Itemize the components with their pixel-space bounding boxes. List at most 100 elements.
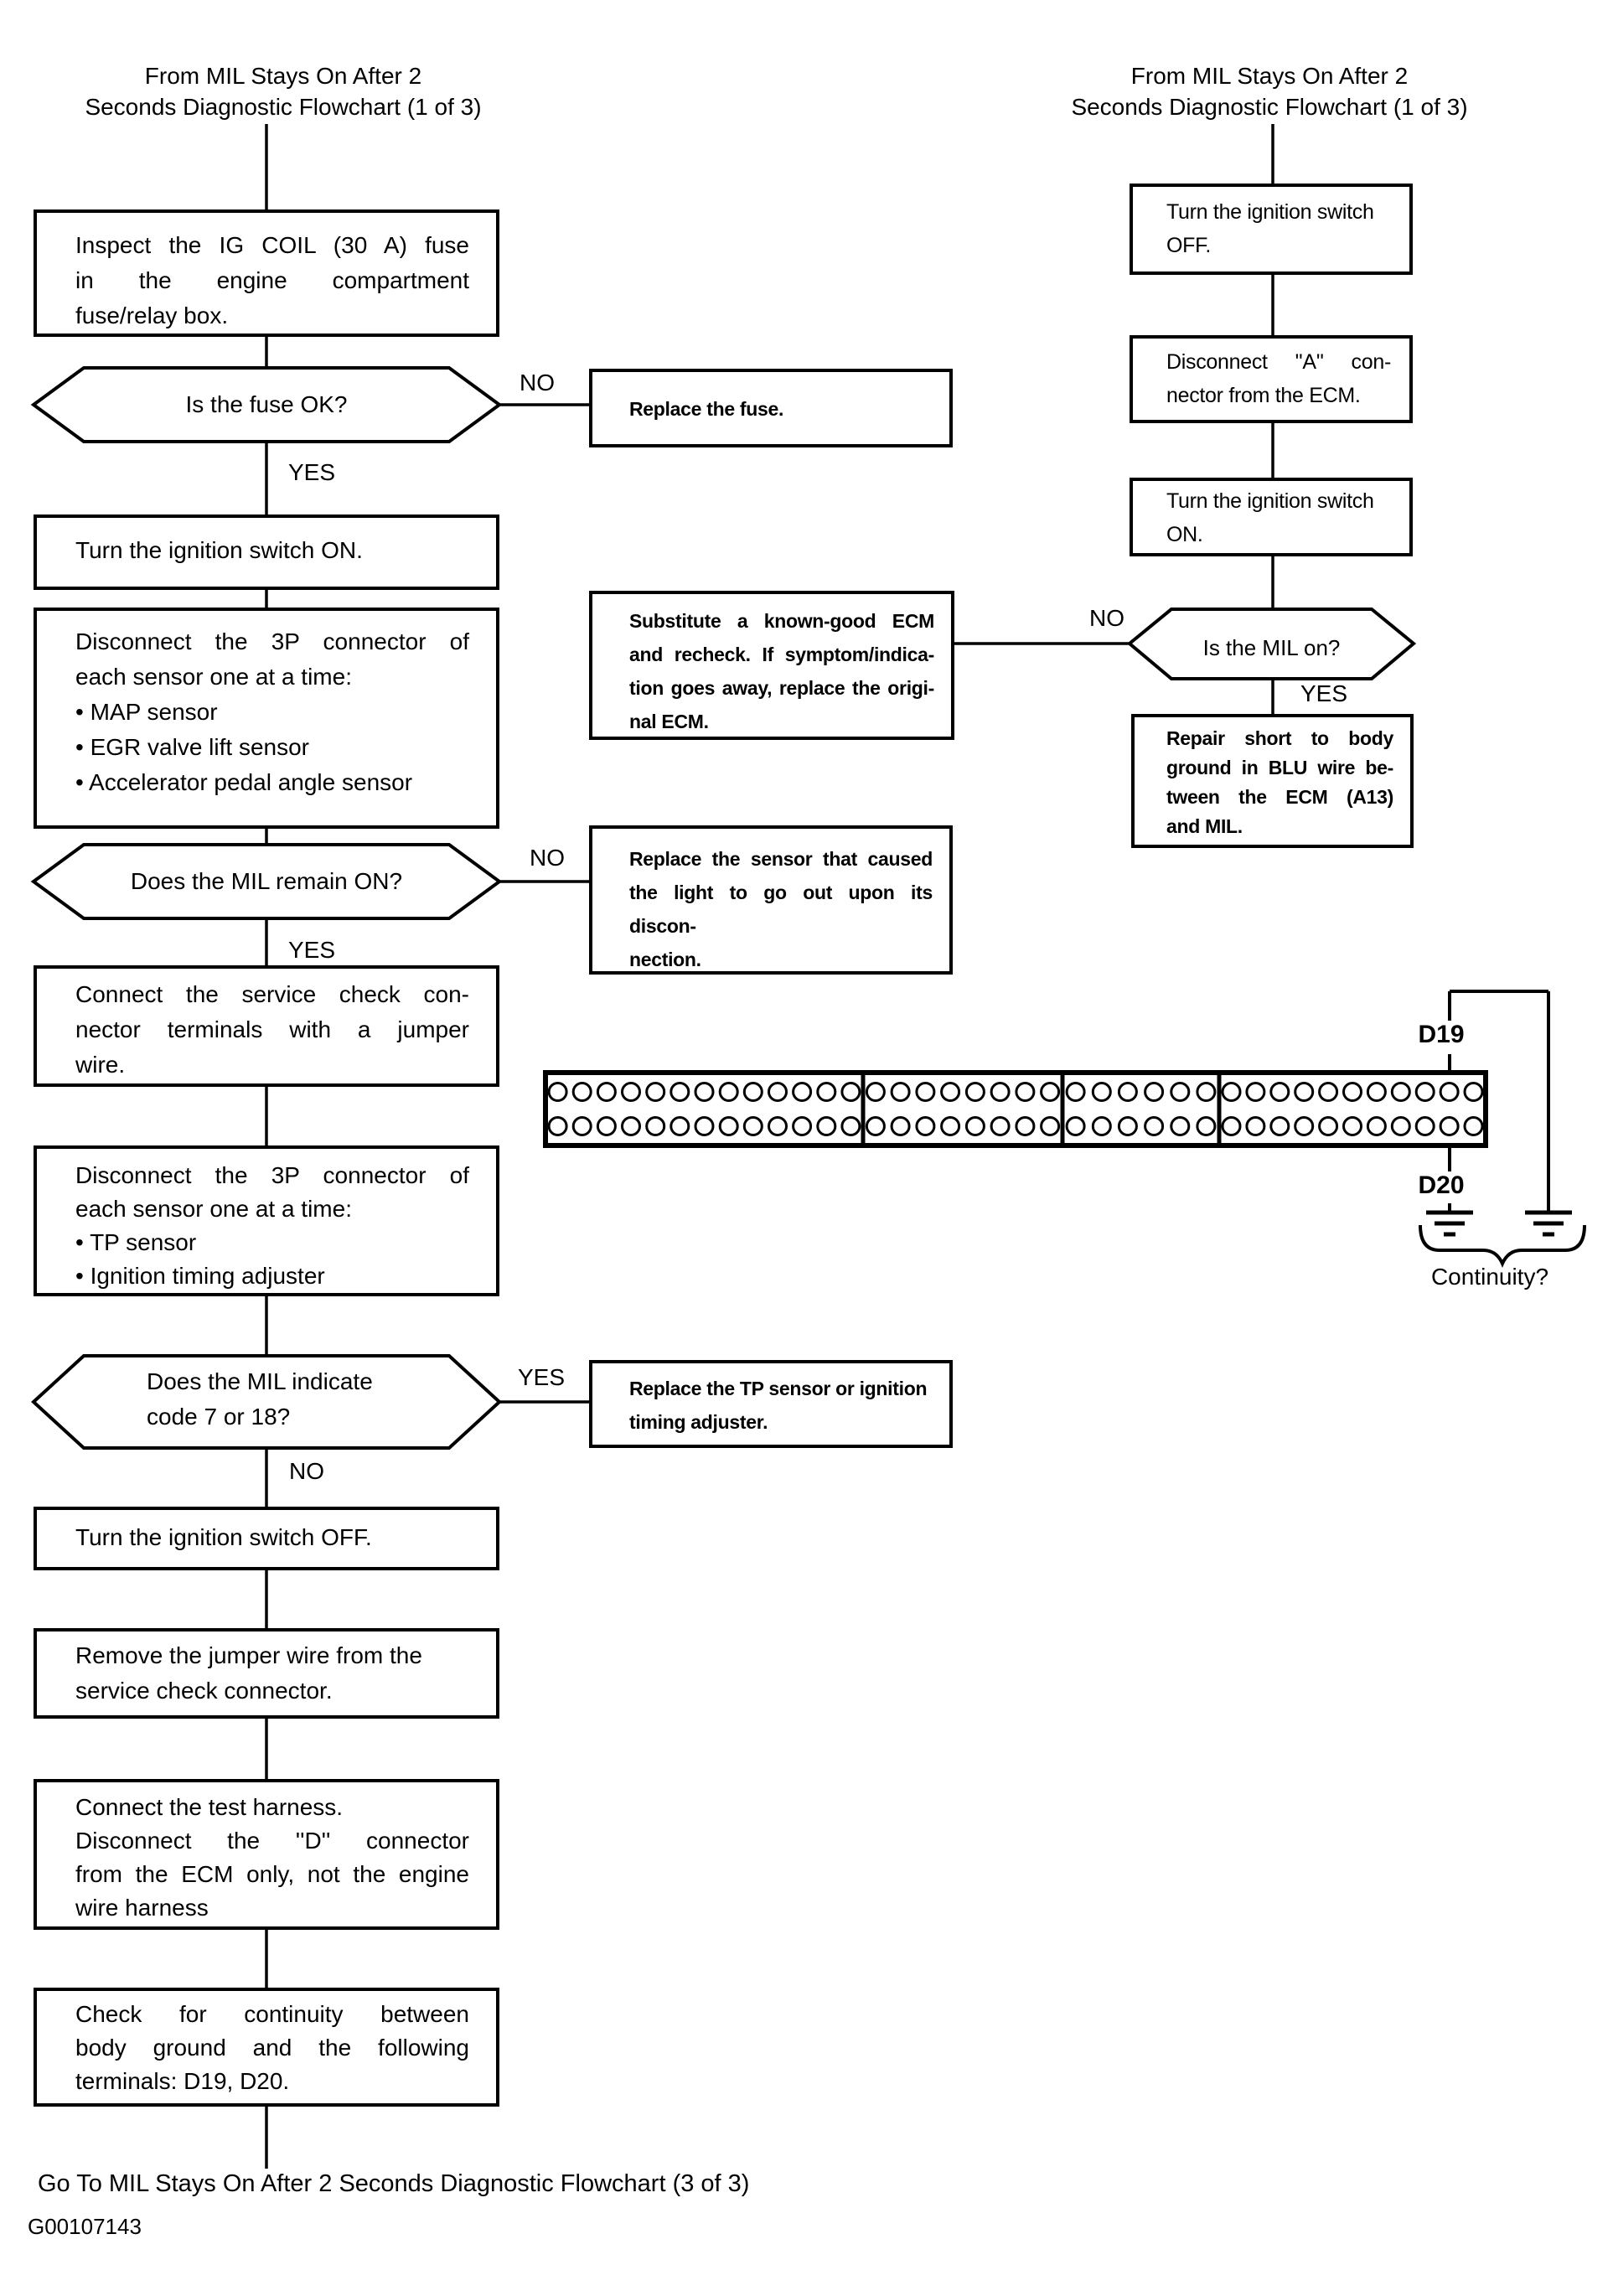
- decision-mil-on-shape: [1126, 608, 1417, 680]
- connector-pin: [1390, 1082, 1411, 1102]
- ecm-connector-diagram: [543, 1070, 1488, 1148]
- box-ignition-on-right-line1: Turn the ignition switch: [1166, 489, 1374, 513]
- box-substitute-ecm-line3: tion goes away, replace the origi-: [629, 677, 934, 699]
- connector-pin: [1414, 1116, 1435, 1136]
- connector-pin: [1144, 1116, 1165, 1136]
- box-disconnect-a-line1: Disconnect ''A'' con-: [1166, 350, 1391, 374]
- box-check-continuity-line3: terminals: D19, D20.: [75, 2068, 290, 2094]
- connector-pin: [1170, 1082, 1191, 1102]
- connector-pin: [890, 1082, 911, 1102]
- connector-pin: [1117, 1116, 1138, 1136]
- connector-pin: [1294, 1116, 1315, 1136]
- box-remove-jumper-line2: service check connector.: [75, 1678, 333, 1704]
- connector-pin: [621, 1082, 641, 1102]
- box-ignition-on-right: Turn the ignition switch ON.: [1130, 478, 1413, 556]
- connector-pin: [596, 1082, 617, 1102]
- connector-pin: [1463, 1082, 1484, 1102]
- connector-pin: [1269, 1082, 1290, 1102]
- connector-pin: [1366, 1082, 1387, 1102]
- connector-pin: [940, 1082, 961, 1102]
- connector-pin: [1414, 1082, 1435, 1102]
- box-ignition-off-right: Turn the ignition switch OFF.: [1130, 184, 1413, 275]
- terminal-d20-label: D20: [1418, 1171, 1465, 1199]
- decision-mil-remain-text: Does the MIL remain ON?: [130, 868, 403, 894]
- connector-pins: [547, 1082, 1484, 1136]
- connector-pin: [571, 1116, 592, 1136]
- connector-pin: [1463, 1116, 1484, 1136]
- connector-pin: [1196, 1082, 1217, 1102]
- decision-mil-code-text: Does the MIL indicate code 7 or 18?: [147, 1364, 499, 1435]
- footer-goto-text: Go To MIL Stays On After 2 Seconds Diagn…: [38, 2170, 750, 2197]
- flow-lines: [265, 124, 1274, 2169]
- label-yes-mil-remain: YES: [288, 937, 336, 963]
- box-disconnect-a-line2: nector from the ECM.: [1166, 384, 1361, 407]
- label-no-mil-on: NO: [1089, 605, 1124, 631]
- connector-pin: [768, 1082, 788, 1102]
- box-disconnect-3p-tp: Disconnect the 3P connector of each sens…: [34, 1145, 499, 1296]
- box-disconnect-3p-map-line1: Disconnect the 3P connector of: [75, 628, 469, 654]
- connector-pin: [840, 1082, 861, 1102]
- box-substitute-ecm: Substitute a known-good ECM and recheck.…: [589, 591, 954, 740]
- continuity-brace: [1419, 1224, 1586, 1268]
- connector-pin: [1015, 1116, 1036, 1136]
- box-repair-short-line2: ground in BLU wire be-: [1166, 757, 1393, 778]
- box-disconnect-a-connector: Disconnect ''A'' con- nector from the EC…: [1130, 335, 1413, 423]
- box-substitute-ecm-line1: Substitute a known-good ECM: [629, 610, 934, 632]
- header-left-line2: Seconds Diagnostic Flowchart (1 of 3): [85, 94, 482, 120]
- label-yes-mil-code: YES: [518, 1364, 566, 1390]
- connector-pin: [792, 1116, 813, 1136]
- header-right-line2: Seconds Diagnostic Flowchart (1 of 3): [1071, 94, 1468, 120]
- connector-pin: [1015, 1082, 1036, 1102]
- connector-pin: [571, 1082, 592, 1102]
- box-disconnect-3p-map: Disconnect the 3P connector of each sens…: [34, 608, 499, 829]
- connector-pin: [1366, 1116, 1387, 1136]
- connector-pin: [547, 1082, 568, 1102]
- connector-pin: [718, 1116, 739, 1136]
- connector-pin: [1439, 1116, 1460, 1136]
- connector-pin: [1318, 1116, 1339, 1136]
- connector-pin: [1091, 1082, 1112, 1102]
- continuity-label: Continuity?: [1430, 1264, 1549, 1290]
- box-ignition-on-line1: Turn the ignition switch ON.: [75, 537, 363, 563]
- box-inspect-fuse-line1: Inspect the IG COIL (30 A) fuse: [75, 232, 469, 258]
- connector-pin: [1342, 1082, 1362, 1102]
- box-disconnect-3p-map-line2: each sensor one at a time:: [75, 664, 352, 690]
- box-ignition-off-right-line1: Turn the ignition switch: [1166, 200, 1374, 224]
- terminal-d19-label: D19: [1418, 1021, 1465, 1048]
- connector-pin: [964, 1082, 985, 1102]
- box-jumper-connect-line3: wire.: [75, 1052, 126, 1078]
- connector-pin: [1065, 1082, 1086, 1102]
- header-left: From MIL Stays On After 2 Seconds Diagno…: [32, 60, 535, 122]
- connector-pin: [940, 1116, 961, 1136]
- box-replace-fuse-line1: Replace the fuse.: [629, 398, 784, 420]
- box-repair-short: Repair short to body ground in BLU wire …: [1131, 714, 1414, 848]
- connector-pin: [816, 1082, 837, 1102]
- box-inspect-fuse-line2: in the engine compartment: [75, 267, 469, 293]
- box-disconnect-3p-tp-line4: • Ignition timing adjuster: [75, 1263, 325, 1289]
- label-no-mil-remain: NO: [530, 845, 565, 871]
- box-replace-fuse: Replace the fuse.: [589, 369, 953, 447]
- header-right-line1: From MIL Stays On After 2: [1130, 63, 1409, 89]
- connector-pin: [1245, 1116, 1266, 1136]
- label-no-fuse: NO: [520, 370, 555, 396]
- label-no-mil-code: NO: [289, 1458, 324, 1484]
- box-disconnect-3p-map-line5: • Accelerator pedal angle sensor: [75, 769, 413, 795]
- header-left-line1: From MIL Stays On After 2: [144, 63, 422, 89]
- box-test-harness-line3: from the ECM only, not the engine: [75, 1861, 469, 1887]
- connector-pin: [547, 1116, 568, 1136]
- connector-pin: [1196, 1116, 1217, 1136]
- decision-mil-code-shape: [31, 1354, 502, 1450]
- figure-id: G00107143: [28, 2214, 142, 2239]
- connector-pin: [865, 1116, 886, 1136]
- box-inspect-fuse: Inspect the IG COIL (30 A) fuse in the e…: [34, 209, 499, 337]
- box-test-harness: Connect the test harness. Disconnect the…: [34, 1779, 499, 1930]
- ground-symbol-left: [1426, 1210, 1473, 1237]
- box-repair-short-line4: and MIL.: [1166, 815, 1243, 837]
- connector-pin: [840, 1116, 861, 1136]
- connector-pin: [1269, 1116, 1290, 1136]
- box-disconnect-3p-map-line4: • EGR valve lift sensor: [75, 734, 310, 760]
- connector-pin: [694, 1116, 715, 1136]
- box-substitute-ecm-line2: and recheck. If symptom/indica-: [629, 644, 934, 665]
